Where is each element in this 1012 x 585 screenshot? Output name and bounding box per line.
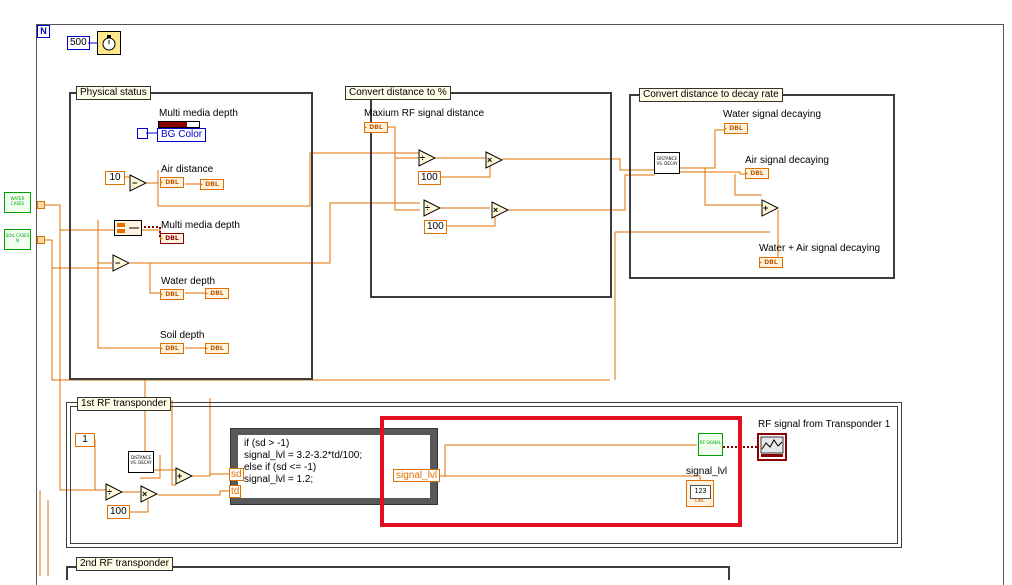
wire-x2-out (508, 174, 655, 211)
transponder2-frame (66, 566, 730, 580)
wire-t1-plus-out (192, 473, 230, 477)
signal-lvl-numeric-type: DBL (695, 498, 705, 504)
soil-cases-terminal[interactable]: SOIL CASES N (4, 229, 31, 250)
water-depth-dbl-2[interactable]: DBL (205, 288, 229, 299)
t1-divide-node: ÷ (105, 483, 123, 501)
rf-signal-subvi[interactable]: RF SIGNAL (698, 433, 723, 456)
graph-icon (760, 436, 784, 457)
wire-t1-td (158, 490, 230, 496)
wire-decay-sum2 (734, 174, 762, 196)
sum-decay-label: Water + Air signal decaying (759, 243, 881, 254)
wire-t1-100 (130, 500, 149, 513)
subtract-node-2: − (112, 254, 130, 272)
signal-lvl-label: signal_lvl (686, 466, 728, 477)
max-rf-dbl[interactable]: DBL (364, 122, 388, 133)
t1-distance-vs-decay-subvi[interactable]: DISTANCE VS. DECAY (128, 451, 154, 473)
wire-mm-2 (97, 230, 112, 264)
stopwatch-icon[interactable] (97, 31, 121, 55)
air-decay-label: Air signal decaying (745, 155, 829, 166)
formula-node[interactable]: if (sd > -1) signal_lvl = 3.2-3.2*td/100… (230, 428, 438, 505)
t1-add-node: + (175, 467, 193, 485)
add-node-decay: + (761, 199, 779, 217)
physical-status-label: Physical status (76, 86, 151, 100)
multi-media-depth-mid-dbl[interactable]: DBL (160, 233, 184, 244)
air-decay-dbl[interactable]: DBL (745, 168, 769, 179)
multi-media-depth-mid-label: Multi media depth (161, 220, 240, 231)
multiply-node-2: × (491, 201, 509, 219)
signal-lvl-numeric-indicator[interactable]: 123 DBL (686, 480, 714, 507)
wire-minus2 (130, 202, 420, 264)
sum-decay-dbl[interactable]: DBL (759, 257, 783, 268)
while-loop-border (36, 24, 1004, 585)
wire-t1-sub (140, 455, 161, 479)
multi-media-depth-top-label: Multi media depth (159, 108, 238, 119)
wire-decay-sum1 (704, 168, 762, 206)
formula-tunnel-sd: sd (229, 468, 244, 481)
wire-x1-out (502, 158, 655, 171)
water-decay-dbl[interactable]: DBL (724, 123, 748, 134)
const-100-b[interactable]: 100 (424, 220, 447, 234)
transponder2-label: 2nd RF transponder (76, 557, 173, 571)
wire-left-vertical-2 (51, 268, 610, 381)
wire-left-vertical (59, 230, 106, 491)
transponder1-inner-frame (70, 406, 898, 544)
build-array-node (114, 220, 142, 236)
air-distance-label: Air distance (161, 164, 214, 175)
physical-status-frame (69, 92, 313, 380)
water-cases-terminal[interactable]: WATER CASES (4, 192, 31, 213)
divide-node-2: ÷ (423, 199, 441, 217)
air-distance-dbl-2[interactable]: DBL (200, 179, 224, 190)
wire-div1-b (440, 166, 491, 178)
loop-corner-label: N (37, 25, 50, 38)
wire-air (146, 152, 420, 207)
wire-bg-color (146, 132, 158, 134)
air-distance-dbl[interactable]: DBL (160, 177, 184, 188)
subtract-node-1: − (129, 174, 147, 192)
wire-t1-sig (437, 444, 697, 477)
const-100-a[interactable]: 100 (418, 171, 441, 185)
t1-multiply-node: × (140, 485, 158, 503)
wire-t1-plus2 (171, 400, 176, 486)
multi-media-depth-top-bar (158, 121, 200, 128)
rf-from-transponder1-label: RF signal from Transponder 1 (758, 419, 891, 430)
water-decay-label: Water signal decaying (723, 109, 822, 120)
convert-percent-label: Convert distance to % (345, 86, 451, 100)
signal-lvl-numeric-value: 123 (690, 485, 711, 499)
const-10[interactable]: 10 (105, 171, 125, 185)
wire-decay-to-t1 (614, 231, 770, 380)
wire-decay-water (680, 129, 725, 169)
soil-depth-dbl-2[interactable]: DBL (205, 343, 229, 354)
water-depth-label: Water depth (161, 276, 216, 287)
convert-decay-label: Convert distance to decay rate (639, 88, 783, 102)
transponder1-frame (66, 402, 902, 548)
water-depth-dbl[interactable]: DBL (160, 289, 184, 300)
soil-depth-dbl[interactable]: DBL (160, 343, 184, 354)
highlight-box (380, 416, 742, 527)
wire-water-cases (44, 204, 118, 231)
wire-multimedia-dotted (140, 226, 161, 237)
convert-percent-frame (370, 92, 612, 298)
formula-tunnel-td: td (229, 485, 242, 498)
wire-div2-b (445, 216, 496, 227)
wire-soil-cases (44, 239, 112, 269)
const-1[interactable]: 1 (75, 433, 95, 447)
transponder1-label: 1st RF transponder (77, 397, 171, 411)
wire-500 (88, 42, 98, 44)
loop-count-constant[interactable]: 500 (67, 36, 90, 50)
water-cases-terminal-arrow (37, 201, 45, 209)
bg-color-node[interactable]: BG Color (157, 128, 207, 142)
wire-water-depth (149, 263, 160, 294)
divide-node-1: ÷ (418, 149, 436, 167)
max-rf-label: Maxium RF signal distance (364, 108, 485, 119)
formula-code[interactable]: if (sd > -1) signal_lvl = 3.2-3.2*td/100… (238, 435, 430, 498)
distance-vs-decay-subvi[interactable]: DISTANCE VS. DECAY (654, 152, 680, 174)
t1-const-100[interactable]: 100 (107, 505, 130, 519)
rf-graph-indicator[interactable] (757, 433, 787, 461)
wire-t2-left (39, 490, 49, 576)
soil-depth-label: Soil depth (160, 330, 205, 341)
soil-cases-terminal-arrow (37, 236, 45, 244)
multiply-node-1: × (485, 151, 503, 169)
formula-output-signal-lvl: signal_lvl (393, 469, 441, 482)
wire-decay-air (680, 171, 745, 175)
